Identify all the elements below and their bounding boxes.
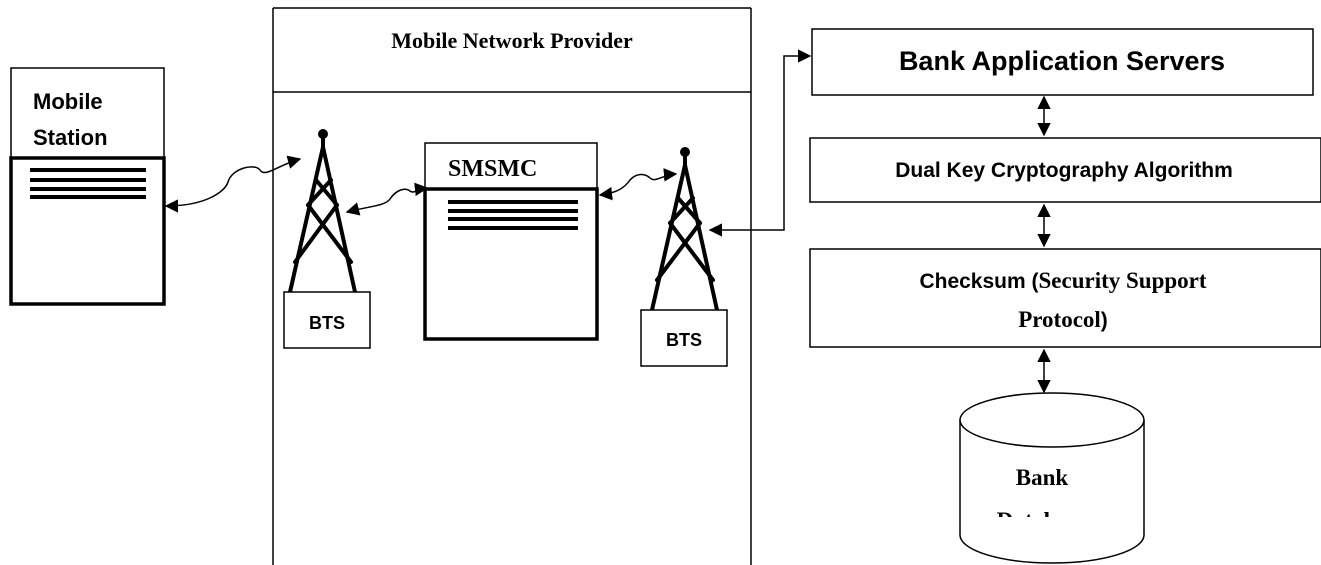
dual-key-cryptography-label: Dual Key Cryptography Algorithm [895, 159, 1233, 182]
link-bts-to-smsmc [345, 182, 429, 216]
bts-left-box [283, 291, 371, 349]
bts-right-box [640, 309, 728, 367]
bank-application-servers-label: Bank Application Servers [899, 46, 1225, 76]
checksum-label-line1: Checksum (Security Support [919, 268, 1206, 293]
bank-database-cylinder [959, 392, 1145, 564]
bts-left-label: BTS [309, 313, 345, 333]
bts-right-label: BTS [666, 330, 702, 350]
checksum-label-line2-text: Protocol [1018, 307, 1101, 332]
smsmc-label: SMSMC [448, 156, 537, 182]
smsmc-box [423, 142, 599, 341]
checksum-label-line2: Protocol) [1018, 307, 1108, 332]
bank-application-servers-box [811, 28, 1314, 96]
bank-database-label-line1: Bank [1016, 465, 1069, 490]
right-tower-icon [650, 147, 719, 312]
dual-key-cryptography-box [809, 137, 1321, 203]
mobile-station [9, 67, 166, 306]
bank-database-label-line2: Database [997, 508, 1088, 533]
provider-title: Mobile Network Provider [391, 28, 633, 53]
mobile-station-label-line2: Station [33, 125, 108, 150]
mobile-station-label-line1: Mobile [33, 89, 103, 114]
checksum-label-part2: Security Support [1039, 268, 1207, 293]
link-smsmc-to-bts [598, 168, 678, 201]
checksum-label-line2-end: ) [1101, 309, 1108, 332]
checksum-label-part1: Checksum ( [919, 270, 1038, 293]
link-mobile-to-bts [164, 155, 302, 213]
left-tower-icon [288, 129, 357, 294]
checksum-box [809, 248, 1321, 348]
link-bts-to-bank-servers [708, 49, 812, 237]
